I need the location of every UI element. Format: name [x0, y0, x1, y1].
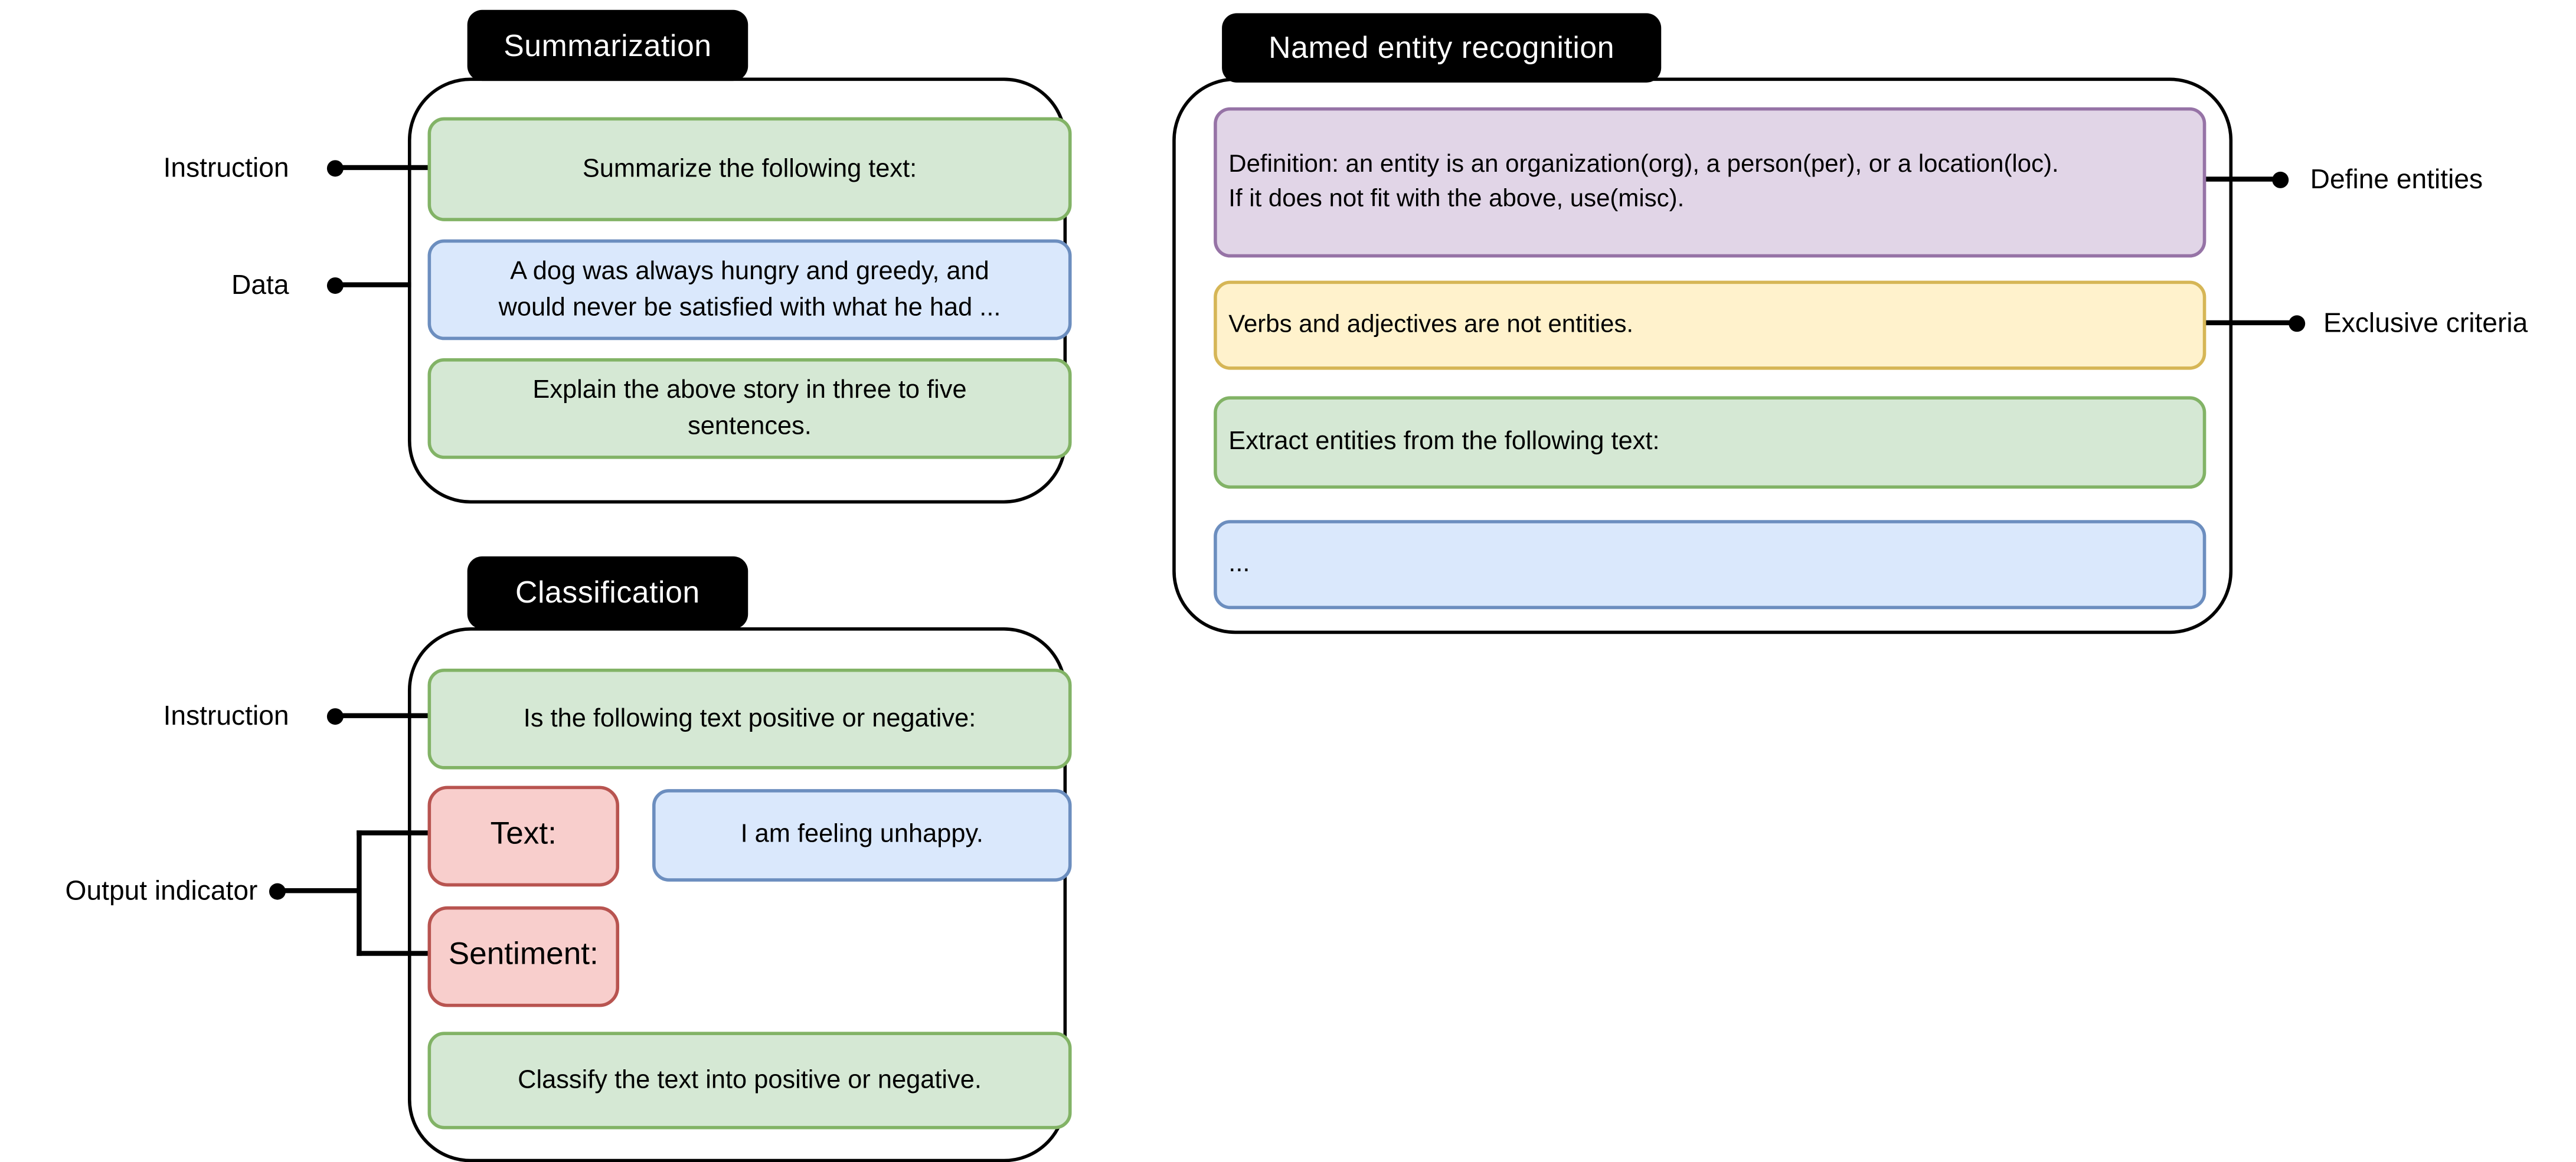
summarization-data-box: A dog was always hungry and greedy, and …	[427, 239, 1072, 341]
ner-title: Named entity recognition	[1222, 13, 1662, 83]
ner-data-box: ...	[1214, 520, 2206, 610]
instruction-connector-dot	[326, 160, 344, 177]
exclusive-criteria-connector-line	[2176, 320, 2296, 326]
output-indicator-connector-dot	[269, 883, 286, 900]
classification-title: Classification	[467, 556, 748, 629]
output-indicator-connector-line	[284, 888, 360, 893]
instruction-connector-line	[342, 165, 434, 171]
classification-instruction-connector-line	[342, 713, 434, 718]
summarization-title: Summarization	[467, 9, 748, 81]
classification-instruction-box-1: Is the following text positive or negati…	[427, 668, 1072, 770]
classification-data-box: I am feeling unhappy.	[652, 789, 1072, 882]
output-indicator-bracket-bottom-line	[357, 951, 434, 956]
ner-exclusive-box: Verbs and adjectives are not entities.	[1214, 280, 2206, 370]
data-connector-dot	[326, 277, 344, 294]
label-classification-instruction: Instruction	[163, 701, 289, 732]
data-connector-line	[342, 282, 411, 287]
label-data: Data	[231, 270, 289, 301]
output-indicator-bracket-top-line	[357, 830, 434, 836]
ner-definition-box: Definition: an entity is an organization…	[1214, 107, 2206, 258]
output-indicator-bracket-vertical	[357, 830, 362, 956]
summarization-instruction-box-1: Summarize the following text:	[427, 117, 1072, 221]
label-exclusive-criteria: Exclusive criteria	[2323, 309, 2528, 339]
label-define-entities: Define entities	[2310, 165, 2483, 195]
exclusive-criteria-connector-dot	[2289, 315, 2306, 332]
classification-text-indicator-box: Text:	[427, 785, 620, 887]
define-entities-connector-dot	[2272, 171, 2289, 188]
classification-instruction-box-2: Classify the text into positive or negat…	[427, 1032, 1072, 1130]
label-instruction: Instruction	[163, 153, 289, 184]
ner-instruction-box: Extract entities from the following text…	[1214, 396, 2206, 489]
classification-instruction-connector-dot	[326, 708, 344, 725]
summarization-instruction-box-2: Explain the above story in three to five…	[427, 358, 1072, 459]
ner-frame	[1172, 77, 2233, 634]
classification-sentiment-indicator-box: Sentiment:	[427, 906, 620, 1007]
label-output-indicator: Output indicator	[65, 876, 258, 906]
define-entities-connector-line	[2176, 176, 2279, 182]
